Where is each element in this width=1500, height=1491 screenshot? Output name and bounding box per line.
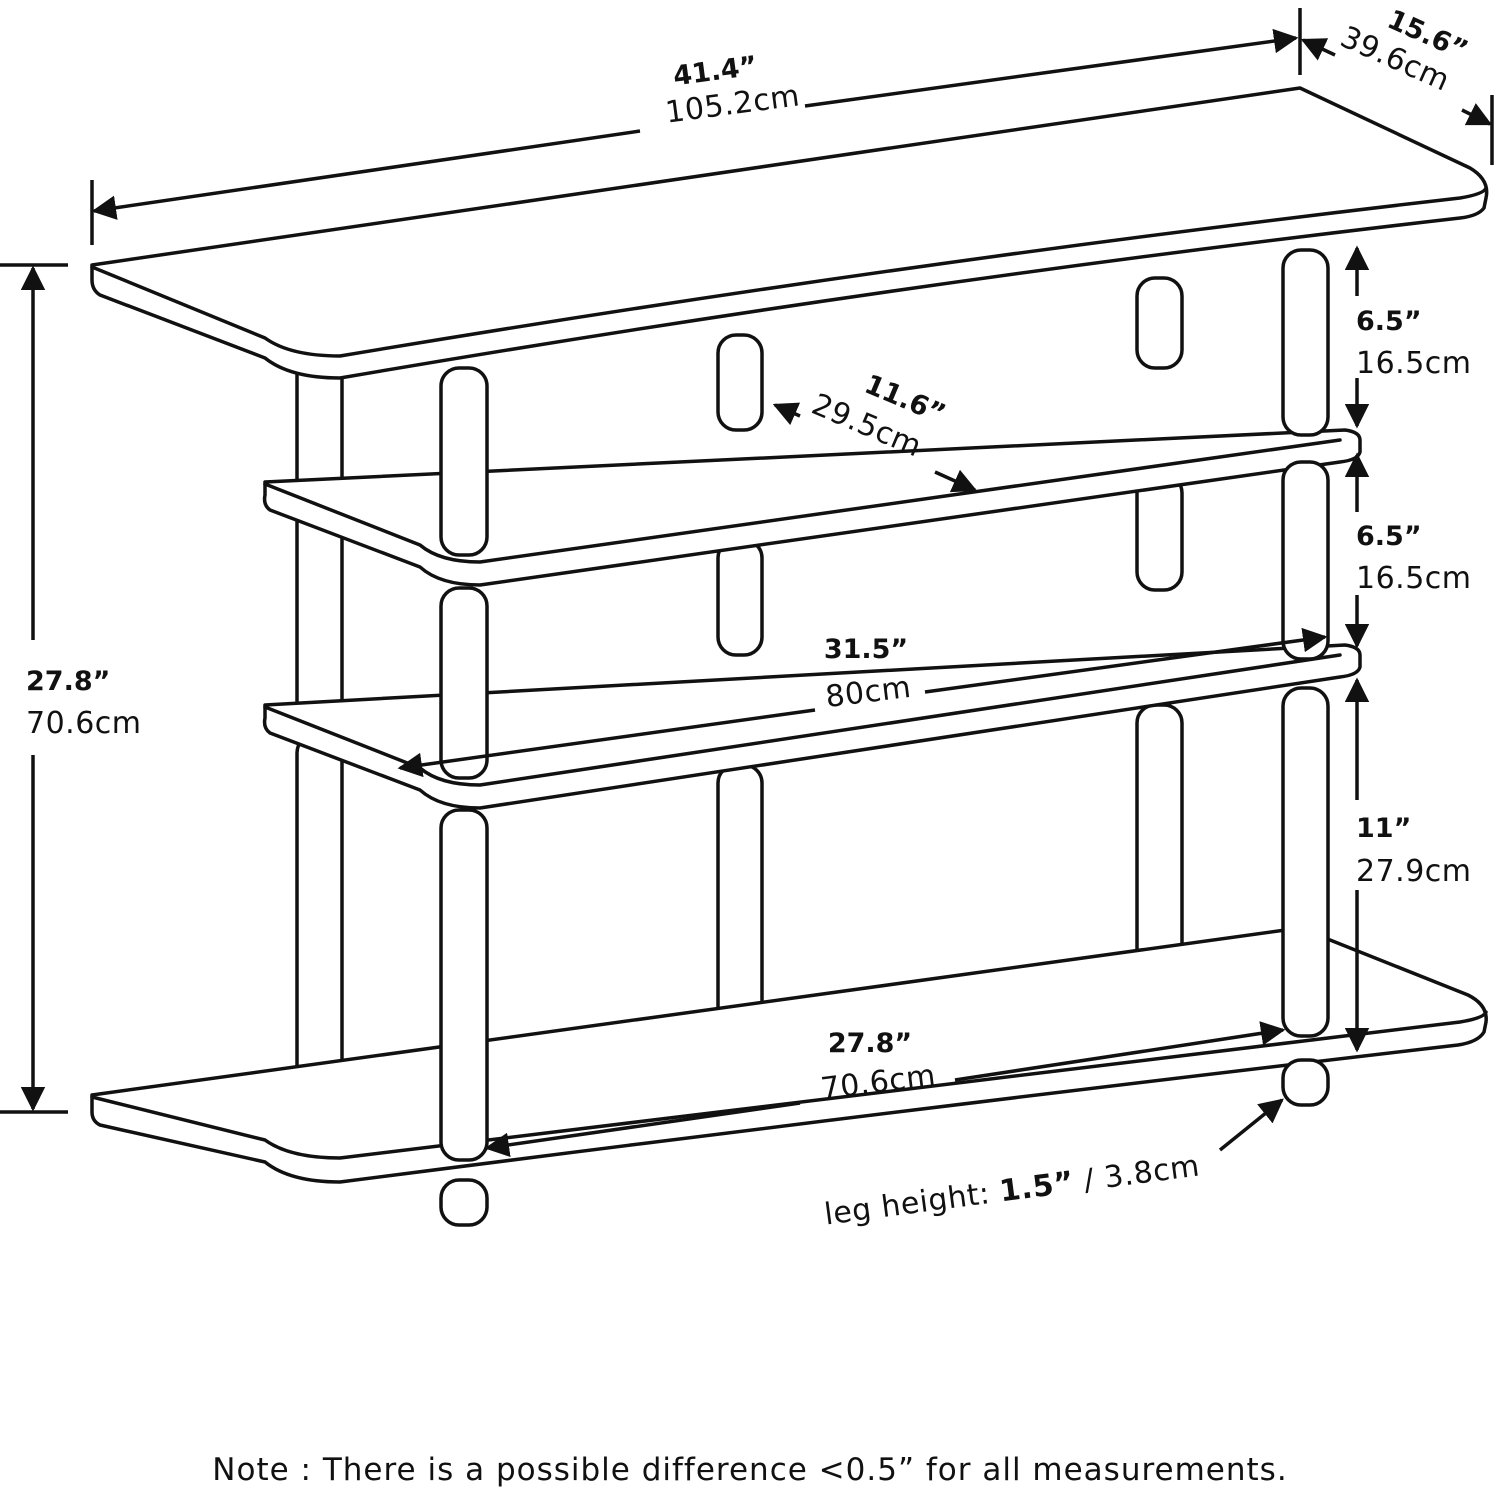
upper-shelf xyxy=(262,428,1362,587)
overall-height-cm: 70.6cm xyxy=(26,706,142,741)
top-gap-in: 6.5” xyxy=(1356,306,1422,337)
post-segment xyxy=(716,538,764,657)
middle-gap-cm: 16.5cm xyxy=(1356,561,1472,596)
post-segment xyxy=(716,763,764,1032)
middle-gap-in: 6.5” xyxy=(1356,521,1422,552)
lower-shelf xyxy=(262,643,1362,810)
post-segment xyxy=(439,586,489,780)
leg xyxy=(439,1178,489,1227)
shelf-width-in: 31.5” xyxy=(824,634,908,665)
top-gap-cm: 16.5cm xyxy=(1356,346,1472,381)
post-segment xyxy=(1281,686,1330,1038)
top-board xyxy=(90,86,1489,380)
inner-width-in: 27.8” xyxy=(828,1028,912,1059)
leg-height-separator: / xyxy=(1072,1161,1107,1200)
post-segment xyxy=(439,366,489,557)
leg-height-label: leg height: 1.5” / 3.8cm xyxy=(822,1148,1201,1232)
leg-height-text: leg height: xyxy=(822,1175,1002,1233)
bottom-gap-in: 11” xyxy=(1356,813,1411,844)
post-segment xyxy=(1135,276,1184,370)
leg-height-in: 1.5” xyxy=(997,1165,1076,1209)
post-segment xyxy=(1135,473,1184,592)
post-segment xyxy=(716,333,764,432)
post-segment xyxy=(1281,248,1330,437)
leg xyxy=(1281,1058,1330,1107)
measurement-note: Note : There is a possible difference <0… xyxy=(212,1452,1287,1488)
dimension-lines xyxy=(0,8,1494,1157)
bottom-gap-cm: 27.9cm xyxy=(1356,854,1472,889)
post-segment xyxy=(1135,703,1184,970)
overall-height-in: 27.8” xyxy=(26,666,110,697)
post-segment xyxy=(295,368,344,492)
leg-height-cm: 3.8cm xyxy=(1102,1148,1202,1195)
front-posts xyxy=(439,248,1330,1162)
post-segment xyxy=(1281,460,1330,661)
post-segment xyxy=(295,733,344,1092)
post-segment xyxy=(439,808,489,1162)
